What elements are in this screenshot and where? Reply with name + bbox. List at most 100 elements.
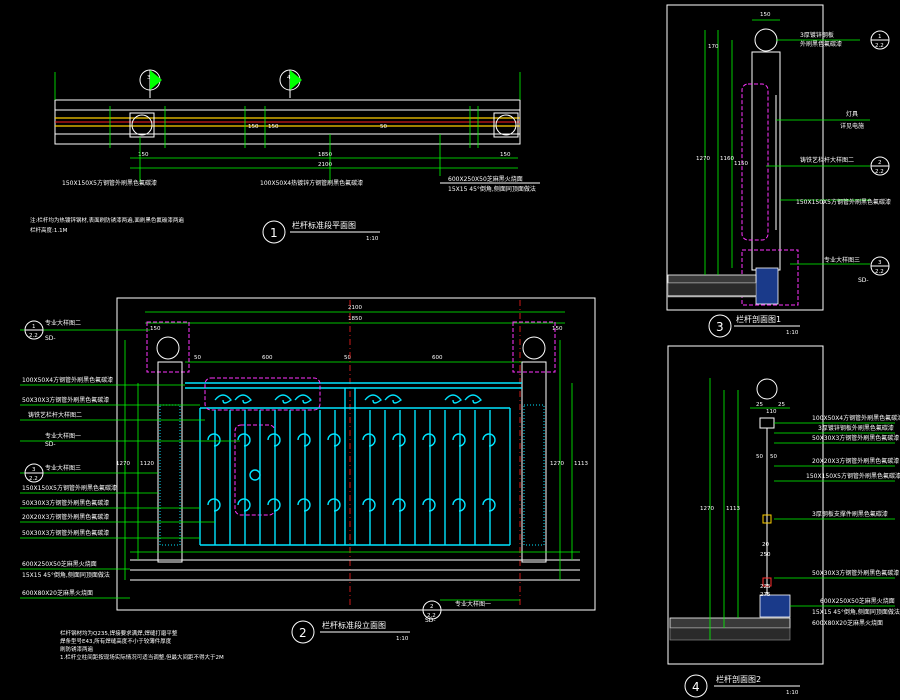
elev-note-3: 刷防锈漆两遍 — [60, 645, 94, 653]
sec2-label-2: 3厚镀锌钢板外刷黑色氟碳漆 — [818, 424, 894, 432]
sec2-dim-5: 50 — [770, 454, 777, 460]
callout-sec1-c-bottom: 2.2 — [875, 269, 884, 275]
sec2-dim-1: 25 — [756, 402, 763, 408]
sec2-dim-6: 20 — [762, 542, 769, 548]
sec1-dim-3: 1270 — [696, 156, 710, 162]
view-2-title: 栏杆标准段立面图 — [322, 620, 386, 630]
plan-dim-4: 150 — [268, 124, 279, 130]
view-1-number: 1 — [270, 226, 278, 240]
plan-dim-3: 150 — [500, 152, 511, 158]
elev-label-4: 铸铁艺栏杆大样图二 — [28, 411, 82, 419]
section-marker-4: 4 — [279, 69, 302, 98]
sec1-label-4: 详见电施 — [840, 122, 864, 130]
sec1-label-2: 外刷黑色氟碳漆 — [800, 40, 842, 48]
callout-sec1-b-bottom: 2.2 — [875, 169, 884, 175]
view-title-3: 3 栏杆剖面图1 1:10 — [708, 314, 800, 338]
sec1-label-3: 灯具 — [846, 110, 858, 118]
elev-dim-inner: 1850 — [348, 316, 362, 322]
sec2-dim-9: 275 — [760, 592, 771, 598]
elev-label-5: 专业大样图一 — [45, 432, 81, 440]
plan-dim-6: 150 — [248, 124, 259, 130]
plan-label-3: 600X250X50芝麻黑火烧面 — [448, 175, 523, 183]
section-marker-3: 3 — [139, 69, 162, 98]
elev-label-8: 50X30X3方钢管外刷黑色氟碳漆 — [22, 499, 109, 507]
callout-elev-a-top: 1 — [32, 324, 36, 330]
elev-side-dim-2: 1120 — [140, 461, 154, 467]
sec2-label-3: 50X30X3方钢管外刷黑色氟碳漆 — [812, 434, 899, 442]
elev-dim-panel-l: 600 — [262, 355, 273, 361]
callout-elev-c-top: 2 — [430, 604, 434, 610]
elev-note-4: 1.栏杆立柱间距按现场实际情况可适当调整,但最大间距不得大于2M — [60, 653, 224, 661]
callout-elev-b-bottom: 2.2 — [29, 476, 38, 482]
sec2-label-9: 15X15 45°倒角,侧面同顶面做法 — [812, 608, 900, 616]
view-4-scale: 1:10 — [786, 690, 799, 696]
elev-label-7: 150X150X5方钢管外刷黑色氟碳漆 — [22, 484, 117, 492]
callout-elev-a-bottom: 2.2 — [29, 333, 38, 339]
sec2-label-8: 600X250X50芝麻黑火烧面 — [820, 597, 895, 605]
section-2-view: 25 110 25 50 50 20 250 225 275 1270 1113… — [667, 345, 900, 698]
sec2-dim-10: 1270 — [700, 506, 714, 512]
view-4-number: 4 — [692, 680, 700, 694]
plan-dim-total: 2100 — [318, 162, 332, 168]
plan-dim-5: 50 — [380, 124, 387, 130]
elev-dim-gap-l: 50 — [194, 355, 201, 361]
sec2-dim-2: 110 — [766, 409, 777, 415]
sec2-label-10: 600X80X20芝麻黑火烧面 — [812, 619, 883, 627]
sec2-label-1: 100X50X4方钢管外刷黑色氟碳漆 — [812, 414, 900, 422]
view-3-scale: 1:10 — [786, 330, 799, 336]
picket-group-left — [214, 410, 336, 545]
view-4-title: 栏杆剖面图2 — [716, 674, 761, 684]
sec1-label-5: 铸铁艺栏杆大样图二 — [800, 156, 854, 164]
view-2-scale: 1:10 — [396, 636, 409, 642]
sec1-label-6: 150X150X5方钢管外刷黑色氟碳漆 — [796, 198, 891, 206]
sec2-label-4: 20X20X3方钢管外刷黑色氟碳漆 — [812, 457, 899, 465]
elev-label-9: 20X20X3方钢管外刷黑色氟碳漆 — [22, 513, 109, 521]
elev-label-2: 100X50X4方钢管外刷黑色氟碳漆 — [22, 376, 113, 384]
sec2-label-5: 150X150X5方钢管外刷黑色氟碳漆 — [806, 472, 900, 480]
view-title-1: 1 栏杆标准段平面图 1:10 — [262, 220, 380, 244]
view-title-4: 4 栏杆剖面图2 1:10 — [684, 674, 800, 698]
sec2-dim-7: 250 — [760, 552, 771, 558]
scroll-ornaments — [207, 394, 496, 512]
callout-sec1-a: 1 2.2 — [870, 30, 890, 50]
elev-label-1: 专业大样图二 — [45, 319, 81, 327]
picket-group-right — [369, 410, 491, 545]
plan-note-1: 注:栏杆均为热镀锌钢材,表面刷防锈漆两遍,面刷黑色氟碳漆两遍 — [30, 216, 184, 224]
sec1-label-7: 专业大样图三 — [824, 256, 860, 264]
callout-sec1-c-top: 3 — [878, 260, 882, 266]
elev-side-dim-1: 1270 — [116, 461, 130, 467]
section-1-view: 150 170 1270 1160 1150 3厚镀锌钢板 外刷黑色氟碳漆 灯具… — [666, 4, 891, 338]
elev-label-12: 15X15 45°倒角,侧面同顶面做法 — [22, 571, 110, 579]
plan-view: 150 1850 150 2100 150 50 150 150X150X5方钢… — [30, 69, 540, 244]
elev-label-3: 50X30X3方钢管外刷黑色氟碳漆 — [22, 396, 109, 404]
sec1-dim-4: 1160 — [720, 156, 734, 162]
elev-sd-2: SD- — [45, 441, 56, 448]
sec1-dim-1: 150 — [760, 12, 771, 18]
view-2-number: 2 — [299, 626, 307, 640]
callout-sec1-a-bottom: 2.2 — [875, 43, 884, 49]
elev-label-6: 专业大样图三 — [45, 464, 81, 472]
sec1-dim-2: 170 — [708, 44, 719, 50]
sec2-label-6: 3厚钢板支撑件刷黑色氟碳漆 — [812, 510, 888, 518]
view-title-2: 2 栏杆标准段立面图 1:10 — [291, 620, 410, 644]
plan-dim-2: 1850 — [318, 152, 332, 158]
plan-dim-1: 150 — [138, 152, 149, 158]
plan-note-2: 栏杆高度:1.1M — [30, 226, 68, 234]
callout-elev-b: 3 2.2 — [24, 463, 44, 483]
elev-dim-post-r: 150 — [552, 326, 563, 332]
sec2-dim-4: 50 — [756, 454, 763, 460]
elev-dim-post-l: 150 — [150, 326, 161, 332]
callout-sec1-b: 2 2.2 — [870, 156, 890, 176]
elev-label-14: 专业大样图一 — [455, 600, 491, 608]
view-1-title: 栏杆标准段平面图 — [292, 220, 356, 230]
callout-sec1-b-top: 2 — [878, 160, 882, 166]
sec2-label-7: 50X30X3方钢管外刷黑色氟碳漆 — [812, 569, 899, 577]
section-marker-4-num: 4 — [287, 75, 291, 81]
callout-sec1-a-top: 1 — [878, 34, 882, 40]
plan-label-2: 100X50X4热镀锌方钢管刷黑色氟碳漆 — [260, 179, 363, 187]
callout-elev-c-bottom: 2.2 — [427, 613, 436, 619]
elev-side-dim-4: 1113 — [574, 461, 588, 467]
sec2-dim-11: 1113 — [726, 506, 740, 512]
elev-label-13: 600X80X20芝麻黑火烧面 — [22, 589, 93, 597]
